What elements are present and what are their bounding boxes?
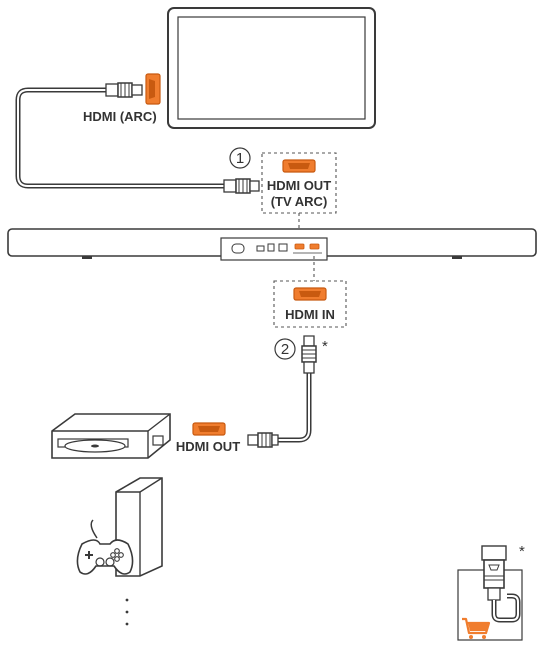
step-2-number: 2 xyxy=(281,341,289,358)
source-hdmi-port-icon xyxy=(192,422,226,436)
step-2-marker: 2 xyxy=(274,338,296,360)
note-marker-hint: * xyxy=(519,543,525,560)
more-devices-dots xyxy=(125,598,129,626)
shopping-cart-icon xyxy=(462,617,491,639)
soundbar-icon xyxy=(7,228,537,261)
dvd-player-icon xyxy=(51,413,171,459)
soundbar-out-label-line2: (TV ARC) xyxy=(271,194,328,209)
hdmi-cable-tv-icon xyxy=(15,82,260,194)
hdmi-out-arc-box: HDMI OUT (TV ARC) xyxy=(261,152,337,214)
step-1-number: 1 xyxy=(236,150,244,167)
source-out-label: HDMI OUT xyxy=(176,439,240,454)
tv-hdmi-port-icon xyxy=(145,73,161,105)
step-1-marker: 1 xyxy=(229,147,251,169)
hdmi-cable-source-icon xyxy=(247,335,317,448)
tv-port-label: HDMI (ARC) xyxy=(83,109,157,124)
note-marker-cable: * xyxy=(322,338,328,355)
sold-separately-box xyxy=(457,545,523,641)
gamepad-icon xyxy=(76,519,134,575)
soundbar-in-label: HDMI IN xyxy=(285,307,335,322)
soundbar-out-label-line1: HDMI OUT xyxy=(267,178,331,193)
tv-icon xyxy=(167,7,376,129)
hdmi-cable-hint-icon xyxy=(481,545,521,623)
hdmi-in-box: HDMI IN xyxy=(273,280,347,328)
